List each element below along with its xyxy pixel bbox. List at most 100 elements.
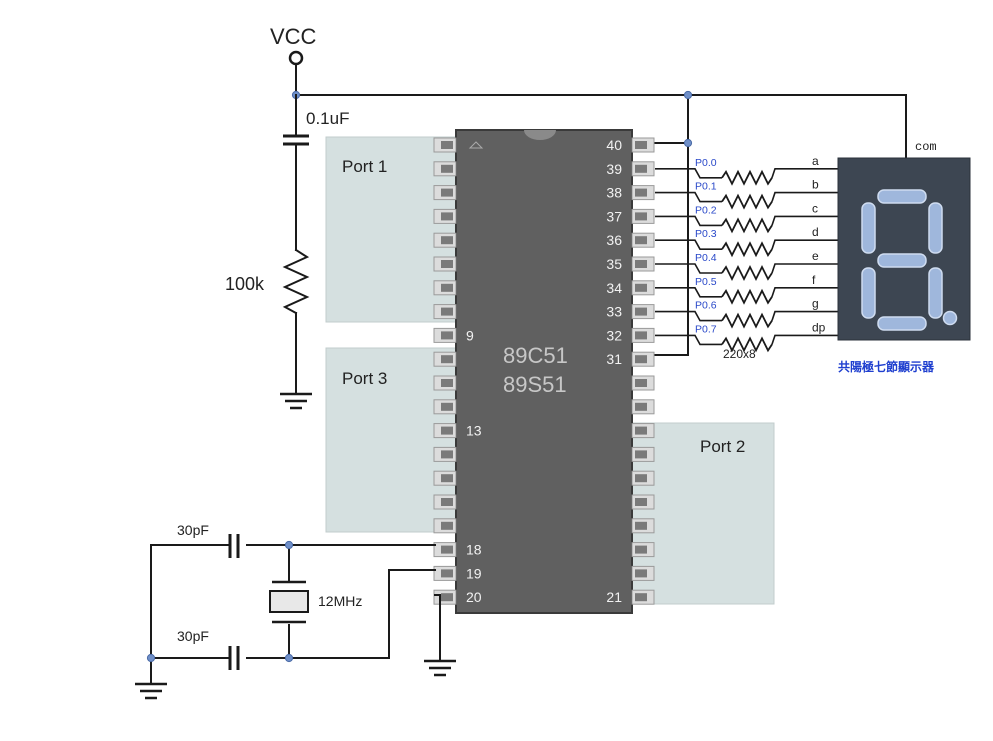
port0-pin-label: P0.2	[695, 204, 717, 216]
pin-stub	[441, 141, 453, 149]
port0-wire	[655, 191, 722, 203]
pin-number: 36	[606, 232, 622, 248]
pin40-vcc-wire	[654, 94, 689, 144]
segment-wire	[771, 239, 838, 250]
segment-label: b	[812, 178, 819, 192]
segment-wire	[771, 286, 838, 298]
display-caption: 共陽極七節顯示器	[838, 359, 935, 374]
pin-number: 37	[606, 208, 622, 224]
ground-icon	[280, 392, 312, 410]
pin-stub	[441, 545, 453, 554]
resistor-icon	[721, 169, 773, 186]
pin-stub	[441, 521, 453, 530]
segment-label: a	[812, 154, 819, 168]
pin-stub	[635, 355, 647, 364]
pin-stub	[635, 283, 647, 292]
port2-box	[631, 422, 775, 605]
pin-number: 31	[606, 351, 622, 367]
pin-number: 33	[606, 304, 622, 320]
pin-stub	[635, 379, 647, 387]
chip-name-line1: 89C51	[503, 343, 568, 368]
ground-icon	[135, 682, 167, 700]
resistor-icon	[721, 241, 773, 258]
segment-wire	[771, 334, 838, 345]
segment-label: g	[812, 297, 819, 311]
pin-stub	[635, 569, 647, 578]
pin-stub	[635, 593, 647, 602]
segment-label: d	[812, 225, 819, 239]
pin-stub	[635, 521, 647, 530]
resistor-array-label: 220x8	[723, 347, 756, 361]
segment-label: c	[812, 201, 818, 215]
chip-name-line2: 89S51	[503, 372, 567, 397]
crystal-icon	[269, 580, 309, 624]
pin-number: 34	[606, 280, 622, 296]
resistor-icon	[721, 336, 773, 353]
pin-stub	[441, 188, 453, 197]
pin-stub	[635, 188, 647, 197]
port0-pin-label: P0.4	[695, 252, 717, 264]
resistor-icon	[282, 248, 310, 315]
pin-stub	[441, 402, 453, 411]
pin-stub	[441, 236, 453, 245]
port0-wire	[655, 263, 722, 274]
pin-number: 32	[606, 327, 622, 343]
segment-wire	[771, 168, 838, 179]
port0-pin-label: P0.5	[695, 276, 717, 288]
pin-stub	[635, 474, 647, 483]
pin-number: 13	[466, 423, 482, 439]
pin-stub	[635, 260, 647, 268]
reset-resistor-label: 100k	[225, 274, 265, 294]
port0-wire	[655, 239, 722, 250]
chip-body	[455, 129, 633, 614]
pin-stub	[441, 498, 453, 506]
port0-pin-label: P0.0	[695, 157, 717, 169]
ground-icon	[424, 659, 456, 677]
pin-stub	[441, 307, 453, 316]
pin-stub	[635, 236, 647, 245]
pin-stub	[635, 450, 647, 459]
pin-number: 19	[466, 565, 482, 581]
gnd-wire	[434, 594, 441, 661]
xtal-wire	[150, 544, 230, 684]
pin-stub	[441, 212, 453, 221]
pin-stub	[441, 569, 453, 578]
osc-cap-bottom-label: 30pF	[177, 628, 209, 644]
reset-capacitor-label: 0.1uF	[306, 109, 349, 128]
pin-stub	[635, 212, 647, 221]
port2-label: Port 2	[700, 437, 745, 456]
segment-wire	[771, 191, 838, 202]
pin-stub	[441, 355, 453, 364]
pin-stub	[441, 450, 453, 459]
pin-stub	[441, 283, 453, 292]
port0-wire	[655, 215, 722, 227]
pin31-ea-wire	[654, 142, 689, 356]
port0-wire	[655, 168, 722, 179]
pin-stub	[441, 164, 453, 173]
port1-label: Port 1	[342, 157, 387, 176]
vcc-rail	[295, 94, 907, 159]
pin-stub	[441, 260, 453, 268]
seven-segment-display	[837, 157, 971, 341]
pin-number: 40	[606, 137, 622, 153]
pin-stub	[635, 331, 647, 340]
port0-pin-label: P0.6	[695, 300, 717, 312]
segment-wire	[771, 215, 838, 226]
resistor-icon	[721, 217, 773, 234]
resistor-icon	[721, 312, 773, 329]
junction-node	[284, 540, 294, 550]
pin-stub	[635, 545, 647, 554]
port0-wire	[655, 310, 722, 322]
resistor-icon	[721, 264, 773, 282]
resistor-icon	[721, 193, 773, 210]
pin-number: 20	[466, 589, 482, 605]
segment-wire	[771, 310, 838, 321]
pin-number: 35	[606, 256, 622, 272]
com-label: com	[915, 140, 937, 154]
pin-number: 9	[466, 327, 474, 343]
port0-pin-label: P0.7	[695, 323, 717, 335]
pin-stub	[441, 331, 453, 340]
